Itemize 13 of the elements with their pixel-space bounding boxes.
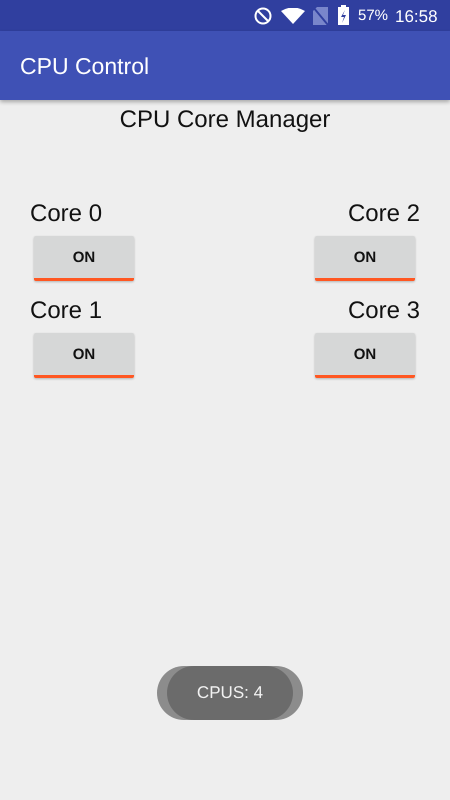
- app-title: CPU Control: [20, 53, 150, 80]
- toggle-button: ON: [315, 236, 415, 281]
- battery-percent: 57%: [358, 7, 388, 24]
- toast-message: CPUS: 4: [167, 666, 293, 720]
- toggle-button: ON: [34, 333, 134, 378]
- toggle-button: ON: [34, 236, 134, 281]
- core-label: Core 2: [348, 200, 420, 228]
- toggle-button: ON: [315, 333, 415, 378]
- screen-title: CPU Core Manager: [118, 106, 332, 134]
- core-label: Core 3: [348, 297, 420, 325]
- clock-time: 16:58: [395, 7, 438, 27]
- core-label: Core 1: [30, 297, 102, 325]
- core-label: Core 0: [30, 200, 102, 228]
